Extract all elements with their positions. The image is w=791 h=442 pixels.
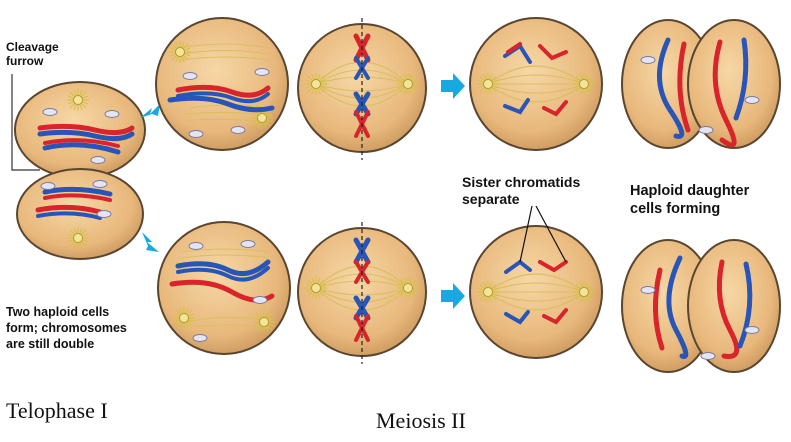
arrow-to-top-row bbox=[140, 104, 160, 118]
telophase-caption: Telophase I bbox=[6, 398, 108, 423]
cleavage-furrow-pointer bbox=[11, 74, 40, 171]
anaphase-ii-top bbox=[469, 17, 603, 151]
arrow-bottom-anaphase bbox=[441, 283, 465, 309]
prophase-ii-bottom bbox=[157, 221, 291, 355]
metaphase-ii-top bbox=[297, 18, 427, 160]
sister-chromatids-label: Sister chromatids separate bbox=[462, 174, 581, 207]
anaphase-ii-bottom bbox=[469, 225, 603, 359]
daughter-cells-bottom bbox=[621, 239, 781, 373]
telophase-cell-bottom bbox=[16, 168, 144, 260]
daughter-cells-top bbox=[621, 19, 781, 149]
arrow-to-bottom-row bbox=[142, 232, 159, 252]
two-haploid-cells-label: Two haploid cells form; chromosomes are … bbox=[6, 305, 127, 351]
arrow-top-anaphase bbox=[441, 73, 465, 99]
metaphase-ii-bottom bbox=[297, 222, 427, 364]
meiosis-caption: Meiosis II bbox=[376, 408, 466, 433]
sister-chromatids-pointers bbox=[519, 205, 567, 263]
cleavage-furrow-label: Cleavage furrow bbox=[6, 40, 59, 68]
telophase-cell-top bbox=[14, 81, 146, 179]
prophase-ii-top bbox=[155, 17, 289, 151]
haploid-daughter-label: Haploid daughter cells forming bbox=[630, 183, 750, 217]
